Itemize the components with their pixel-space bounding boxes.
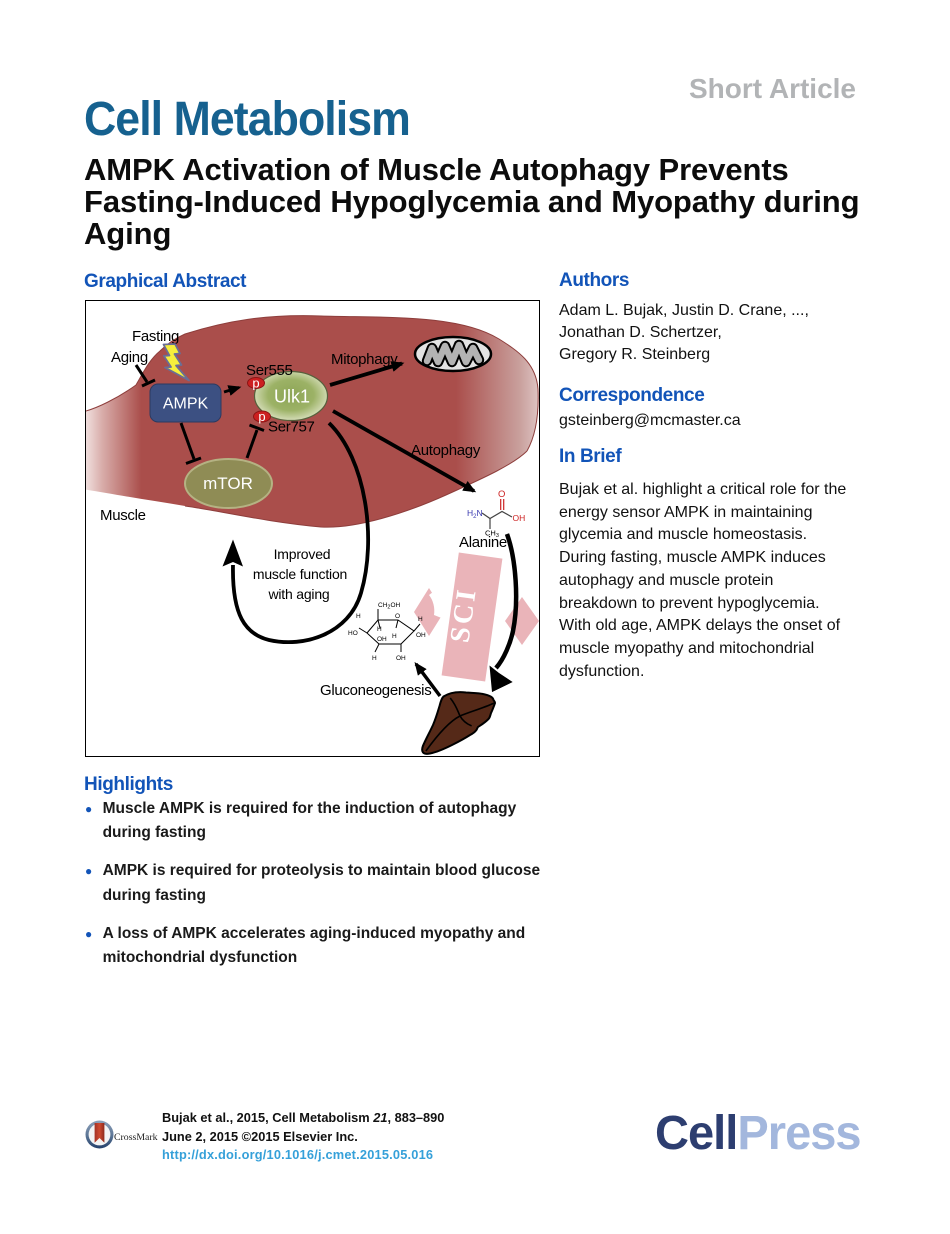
svg-text:Autophagy: Autophagy <box>411 442 481 459</box>
svg-text:CH3: CH3 <box>485 529 499 540</box>
svg-text:mTOR: mTOR <box>203 474 253 493</box>
svg-text:p: p <box>252 376 259 391</box>
svg-text:H: H <box>418 616 423 623</box>
svg-text:Ser555: Ser555 <box>246 362 293 379</box>
svg-text:CH2OH: CH2OH <box>378 602 401 611</box>
svg-text:H: H <box>356 613 361 620</box>
svg-text:OH: OH <box>513 513 526 523</box>
svg-text:Alanine: Alanine <box>459 534 507 551</box>
svg-text:H2N: H2N <box>467 508 483 520</box>
svg-text:p: p <box>258 409 265 424</box>
svg-text:H: H <box>377 626 382 633</box>
svg-text:muscle function: muscle function <box>253 566 347 582</box>
svg-text:Mitophagy: Mitophagy <box>331 351 398 368</box>
svg-text:Fasting: Fasting <box>132 328 179 345</box>
svg-text:Improved: Improved <box>274 546 331 562</box>
svg-text:SCI: SCI <box>444 585 482 644</box>
svg-text:H: H <box>392 633 397 640</box>
svg-text:OH: OH <box>377 636 387 643</box>
svg-text:Gluconeogenesis: Gluconeogenesis <box>320 682 431 699</box>
svg-text:with aging: with aging <box>267 586 329 602</box>
svg-text:HO: HO <box>348 630 358 637</box>
svg-text:OH: OH <box>396 655 406 662</box>
svg-text:H: H <box>372 655 377 662</box>
svg-text:O: O <box>395 613 400 620</box>
svg-text:O: O <box>498 489 505 500</box>
svg-text:Muscle: Muscle <box>100 507 146 524</box>
svg-text:AMPK: AMPK <box>163 396 209 413</box>
svg-text:Ulk1: Ulk1 <box>274 387 310 407</box>
svg-text:Ser757: Ser757 <box>268 419 315 436</box>
svg-text:Aging: Aging <box>111 349 148 366</box>
svg-text:OH: OH <box>416 632 426 639</box>
